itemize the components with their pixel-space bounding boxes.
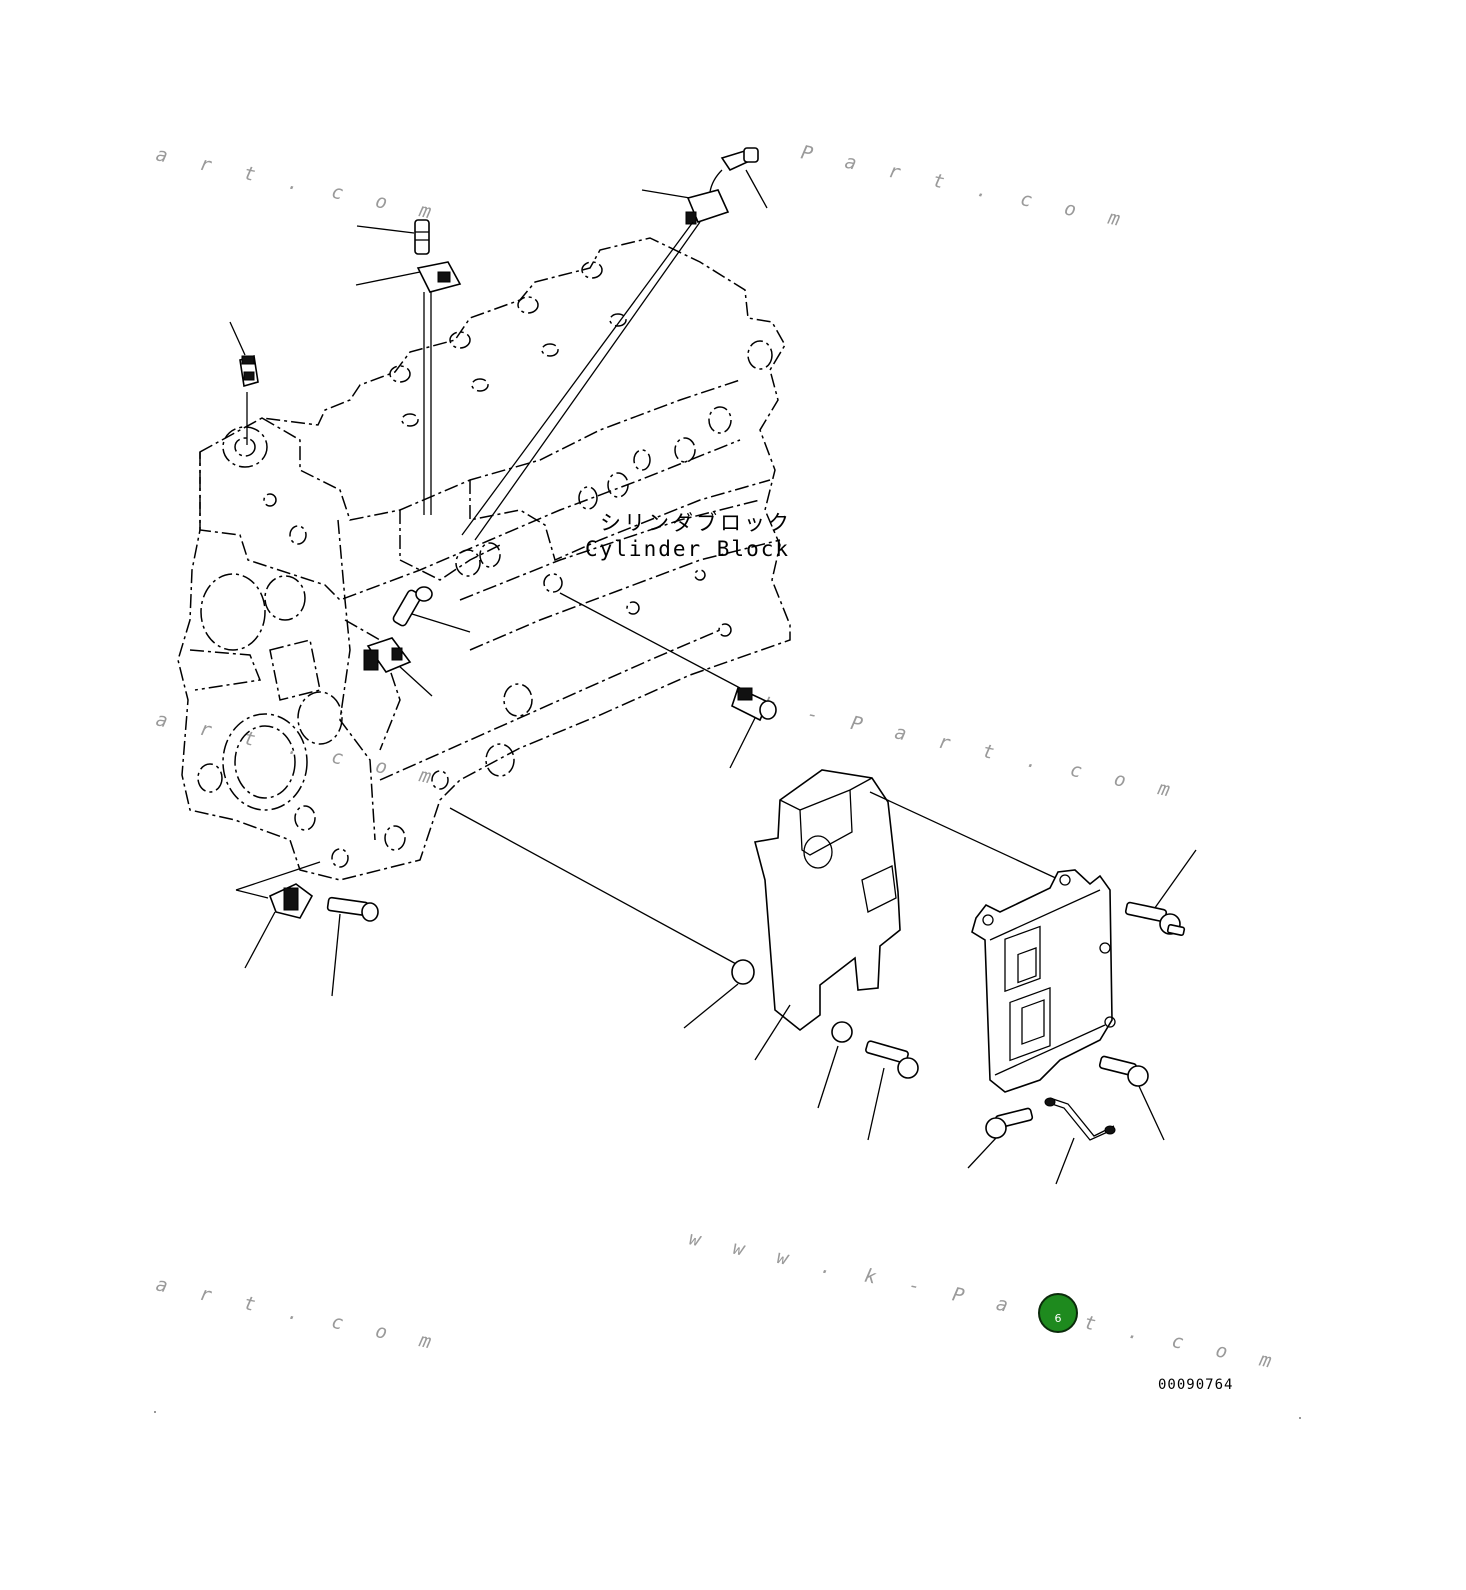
drawing-number: 00090764 xyxy=(1158,1377,1233,1393)
part-label-english: Cylinder Block xyxy=(585,537,790,561)
speck-left xyxy=(154,1411,156,1413)
pressure-sensor xyxy=(559,592,777,769)
head-sensor-bolt xyxy=(355,219,462,515)
ecm-unit xyxy=(971,869,1116,1093)
lower-left-sensor xyxy=(235,861,379,997)
ecm-bracket xyxy=(449,769,1061,1061)
page-badge-circle[interactable] xyxy=(1038,1293,1078,1333)
watermark-5: a r t . c o m xyxy=(154,1273,444,1355)
watermark-1: a r t . c o m xyxy=(154,143,444,225)
speck-right xyxy=(1299,1417,1301,1419)
page-badge-number[interactable]: 6 xyxy=(1055,1312,1062,1325)
watermark-2: P a r t . c o m xyxy=(799,141,1133,233)
watermarks: a r t . c o m P a r t . c o m a r t . c … xyxy=(154,141,1284,1374)
speed-sensor-top xyxy=(461,147,768,541)
watermark-6: w w w . k - P a r t . c o m xyxy=(687,1227,1284,1374)
part-label-japanese: シリンダブロック xyxy=(600,511,792,535)
page-badge[interactable]: 6 xyxy=(1038,1293,1078,1333)
watermark-3: a r t . c o m xyxy=(154,708,444,790)
temperature-sensor xyxy=(229,321,259,445)
cylinder-block xyxy=(177,237,791,881)
ecm-hardware xyxy=(817,849,1197,1185)
crank-sensor-mid xyxy=(363,586,471,697)
